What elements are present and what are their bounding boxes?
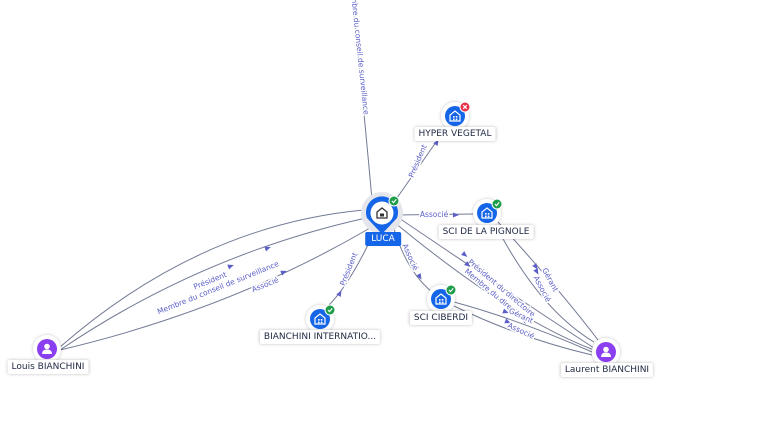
edge-line[interactable] <box>395 215 595 349</box>
node-laurent[interactable] <box>592 338 620 366</box>
edge-label: Associé <box>400 242 420 272</box>
node-label-hyper[interactable]: HYPER VEGETAL <box>414 127 496 141</box>
edge-label: Président <box>338 251 359 287</box>
active-status-icon <box>388 195 400 207</box>
edge-line[interactable] <box>495 225 595 343</box>
edge-line[interactable] <box>352 0 373 201</box>
edge-arrow-icon <box>336 290 342 297</box>
edge-line[interactable] <box>453 301 593 353</box>
edge-line[interactable] <box>393 221 595 351</box>
node-label-bianchini_int[interactable]: BIANCHINI INTERNATIO... <box>259 330 381 344</box>
node-label-ciberdi[interactable]: SCI CIBERDI <box>409 311 473 325</box>
edge-e-top[interactable]: Membre du conseil de surveillance <box>347 0 373 201</box>
edge-arrow-icon <box>504 318 511 324</box>
edge-e-pignole[interactable]: Associé <box>395 209 475 221</box>
node-louis[interactable] <box>33 335 61 363</box>
node-pignole[interactable] <box>473 198 503 228</box>
active-status-icon <box>324 304 336 316</box>
edge-arrow-icon <box>464 261 471 267</box>
edge-arrow-icon <box>433 139 439 146</box>
edge-line[interactable] <box>59 209 365 348</box>
edge-line[interactable] <box>59 227 371 351</box>
edge-arrow-icon <box>461 251 468 257</box>
node-label-laurent[interactable]: Laurent BIANCHINI <box>560 363 654 377</box>
building-icon <box>435 293 447 305</box>
person-icon <box>42 343 52 354</box>
edge-label: Président du directoire <box>466 257 537 319</box>
edge-arrow-icon <box>280 270 287 276</box>
edge-line[interactable] <box>59 217 367 351</box>
node-ciberdi[interactable] <box>427 284 457 314</box>
node-label-luca[interactable]: LUCA <box>365 232 401 246</box>
edge-arrow-icon <box>264 246 271 252</box>
building-icon <box>376 207 388 219</box>
edge-arrow-icon <box>416 273 422 280</box>
edge-arrow-icon <box>533 268 539 275</box>
edge-arrow-icon <box>453 212 459 218</box>
person-icon <box>601 346 611 357</box>
active-status-icon <box>445 284 457 296</box>
building-icon <box>314 313 326 325</box>
edges-layer: Membre du conseil de surveillancePréside… <box>59 0 599 356</box>
edge-line[interactable] <box>395 213 475 216</box>
edge-arrow-icon <box>532 263 538 270</box>
edge-arrow-icon <box>227 264 234 270</box>
building-icon <box>481 207 493 219</box>
closed-status-icon <box>459 101 471 113</box>
building-icon <box>449 110 461 122</box>
edge-label: Associé <box>250 275 280 294</box>
nodes-layer <box>33 101 620 366</box>
edge-arrow-icon <box>502 308 509 314</box>
edge-label: Membre du conseil de surveillance <box>348 0 371 115</box>
active-status-icon <box>491 198 503 210</box>
node-label-louis[interactable]: Louis BIANCHINI <box>7 360 89 374</box>
node-label-pignole[interactable]: SCI DE LA PIGNOLE <box>438 225 534 239</box>
node-luca[interactable] <box>361 192 403 234</box>
node-hyper[interactable] <box>441 101 471 131</box>
edge-label: Président <box>407 143 429 179</box>
edge-label: Associé <box>420 210 449 219</box>
node-bianchini_int[interactable] <box>306 304 336 334</box>
edge-line[interactable] <box>391 221 433 293</box>
